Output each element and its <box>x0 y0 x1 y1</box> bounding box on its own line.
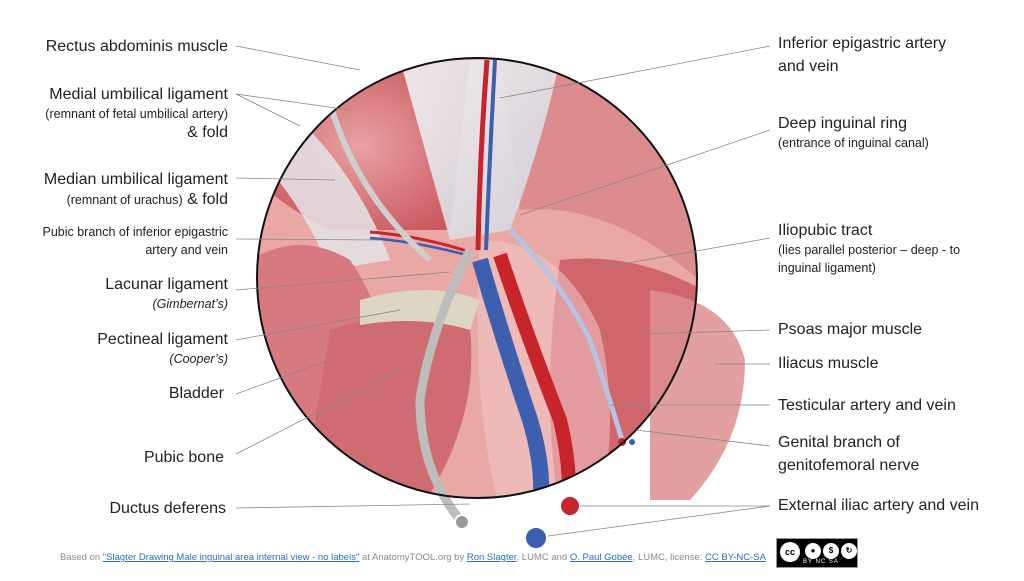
label-iliopubic-tract: Iliopubic tract (lies parallel posterior… <box>778 222 961 275</box>
leader-pectineal <box>235 309 401 341</box>
leader-medial-umbilical-a <box>235 93 301 127</box>
noncommercial-icon: $ <box>823 543 839 559</box>
label-psoas-major: Psoas major muscle <box>778 321 923 338</box>
right-leader-lines <box>499 45 771 537</box>
external-iliac-artery-stump <box>559 495 581 517</box>
attribution-footer: Based on "Slagter Drawing Male inguinal … <box>60 552 766 563</box>
iliacus-muscle-shape <box>650 290 745 500</box>
leader-median-umbilical <box>235 177 336 181</box>
label-iliacus: Iliacus muscle <box>778 355 879 372</box>
label-lacunar-ligament: Lacunar ligament (Gimbernat’s) <box>105 276 228 311</box>
leader-genital <box>635 429 771 447</box>
inguinal-view <box>257 58 697 498</box>
leader-deep-ring <box>519 129 771 216</box>
label-medial-umbilical: Medial umbilical ligament (remnant of fe… <box>45 86 228 141</box>
leader-medial-umbilical-b <box>235 93 351 111</box>
pubic-branch-vein <box>369 236 471 258</box>
label-bladder: Bladder <box>168 385 224 402</box>
cc-license-badge[interactable]: cc ● $ ↻ BY NC SA <box>776 538 858 568</box>
label-pectineal-ligament: Pectineal ligament (Cooper’s) <box>97 331 228 366</box>
author-ron-slagter-link[interactable]: Ron Slagter <box>466 552 517 563</box>
leader-external-iliac-b <box>547 505 771 537</box>
attribution-icon: ● <box>805 543 821 559</box>
leader-pubic-branch <box>235 238 381 241</box>
left-leader-lines <box>235 45 471 509</box>
cc-badge-tags: BY NC SA <box>803 559 839 565</box>
leader-inferior-epigastric <box>499 45 771 99</box>
label-genital-branch: Genital branch of genitofemoral nerve <box>778 434 920 474</box>
leader-lacunar <box>235 271 451 291</box>
label-pubic-bone: Pubic bone <box>143 449 224 466</box>
leader-rectus <box>235 45 361 71</box>
label-deep-inguinal-ring: Deep inguinal ring (entrance of inguinal… <box>778 115 929 150</box>
license-link[interactable]: CC BY-NC-SA <box>705 552 766 563</box>
ductus-deferens-stump <box>454 514 470 530</box>
label-testicular: Testicular artery and vein <box>778 397 956 414</box>
label-pubic-branch: Pubic branch of inferior epigastric arte… <box>42 225 228 257</box>
source-drawing-link[interactable]: "Slagter Drawing Male inguinal area inte… <box>102 552 360 563</box>
label-median-umbilical: Median umbilical ligament (remnant of ur… <box>43 171 228 208</box>
leader-psoas <box>639 329 771 335</box>
leader-pubic-bone <box>235 369 401 455</box>
label-rectus-abdominis: Rectus abdominis muscle <box>45 38 228 55</box>
genital-nerve-stump <box>629 439 635 445</box>
label-external-iliac: External iliac artery and vein <box>778 497 979 514</box>
label-ductus-deferens: Ductus deferens <box>109 500 226 517</box>
label-inferior-epigastric: Inferior epigastric artery and vein <box>778 35 947 75</box>
testicular-vessels <box>508 228 625 441</box>
leader-bladder <box>235 359 331 395</box>
leader-ductus <box>235 503 471 509</box>
view-circle-outline <box>256 57 698 499</box>
ductus-deferens <box>415 247 475 523</box>
inferior-epigastric-artery <box>475 59 490 251</box>
sharealike-icon: ↻ <box>841 543 857 559</box>
author-paul-gobee-link[interactable]: O. Paul Gobée <box>569 552 633 563</box>
cc-icon: cc <box>780 542 800 562</box>
leader-iliopubic <box>599 237 771 269</box>
inferior-epigastric-vein <box>484 59 497 251</box>
external-iliac-vein <box>472 257 550 498</box>
pubic-branch-artery <box>369 230 471 254</box>
external-iliac-vein-stump <box>524 526 548 550</box>
